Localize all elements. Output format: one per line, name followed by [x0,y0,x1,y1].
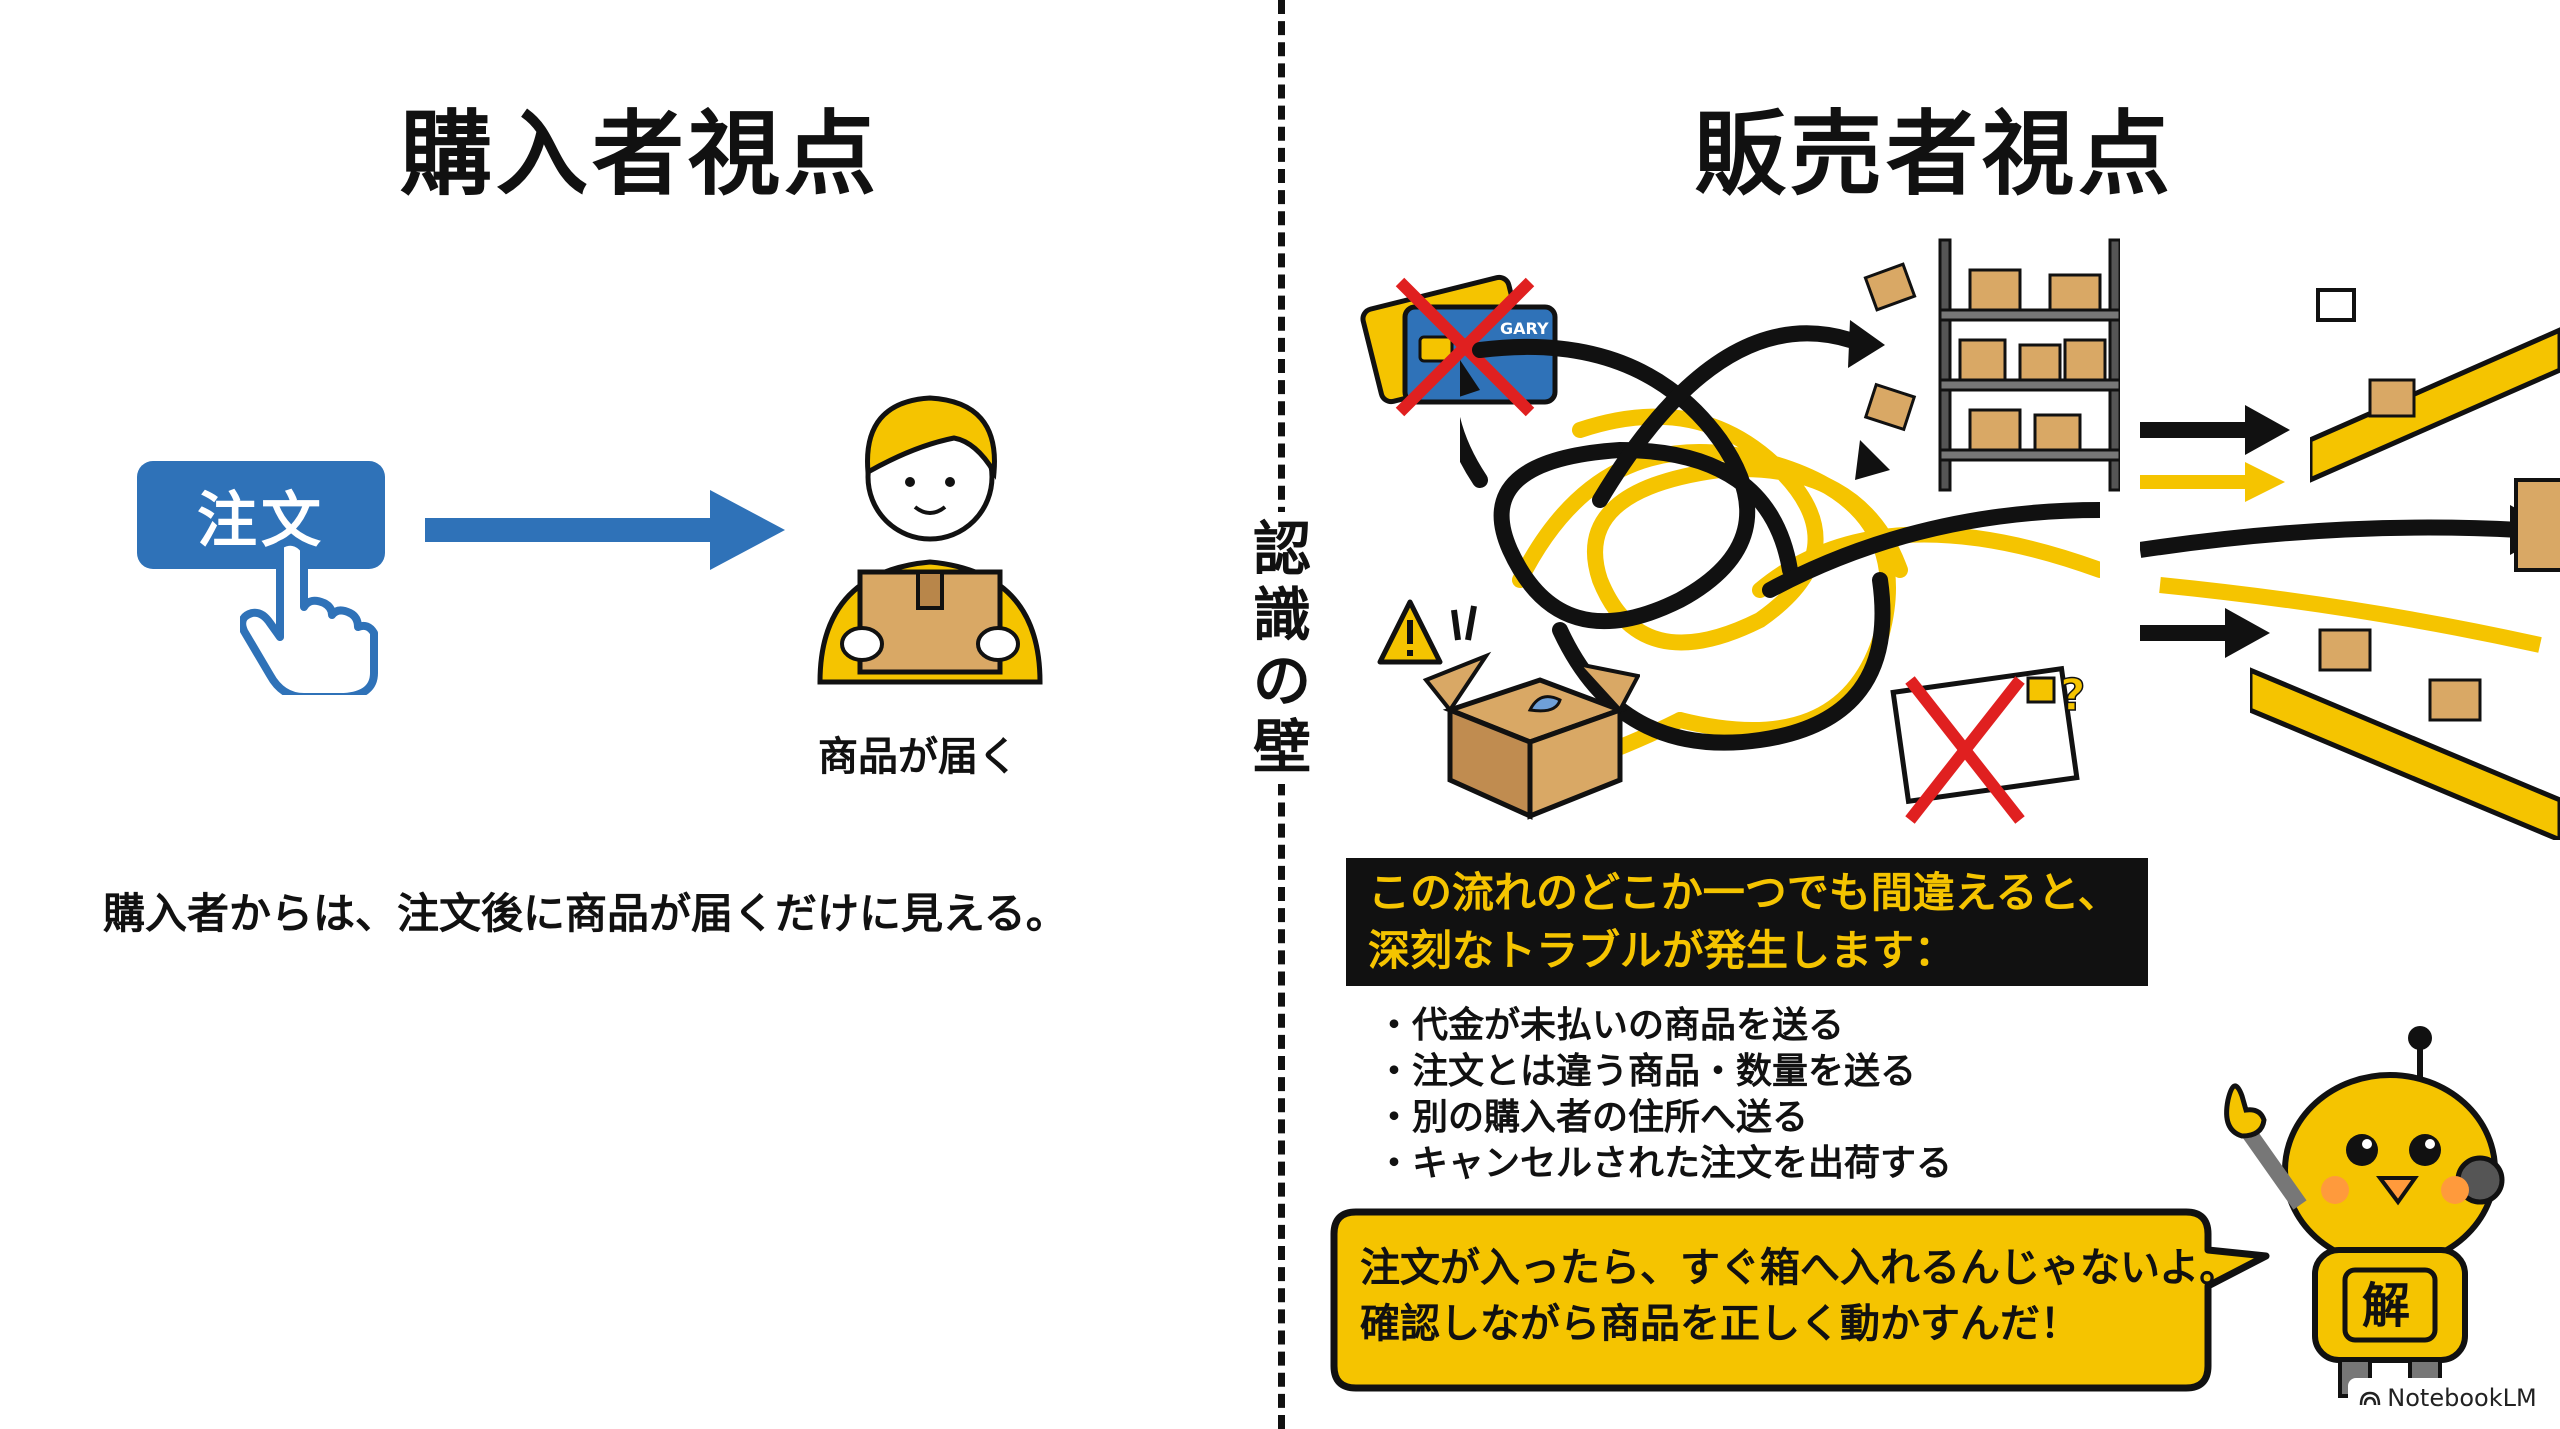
person-with-box-icon [817,395,1043,685]
list-item: キャンセルされた注文を出荷する [1376,1141,1952,1187]
letter-icon: ? [1890,665,2086,824]
notebooklm-logo-icon [2360,1391,2381,1406]
speech-line: 確認しながら商品を正しく動かすんだ！ [1360,1301,2080,1347]
damaged-box-icon [1422,651,1640,820]
warning-box: この流れのどこか一つでも間違えると、 深刻なトラブルが発生します： [1346,858,2148,986]
arrive-caption: 商品が届く [818,734,1018,780]
buyer-summary: 購入者からは、注文後に商品が届くだけに見える。 [103,889,1068,938]
package-icon [2514,478,2560,572]
mascot-robot-icon: 解 [2224,1026,2505,1398]
list-item: 別の購入者の住所へ送る [1376,1095,1952,1141]
wall-char: 認 [1252,515,1311,583]
flow-arrow-icon [425,490,785,570]
warning-line: この流れのどこか一つでも間違えると、 [1368,868,2120,917]
warning-line: 深刻なトラブルが発生します： [1368,926,1957,975]
order-button[interactable]: 注文 [137,461,385,569]
wall-char: の [1252,647,1311,715]
card-text: GARY [1500,319,1549,338]
wall-char: 識 [1252,581,1311,649]
warning-icon [1377,599,1477,665]
credit-card-icon: GARY [1360,274,1558,417]
wall-char: 壁 [1252,713,1311,781]
hand-pointer-icon [240,537,378,695]
wall-label: 認 識 の 壁 [1244,512,1320,784]
svg-text:?: ? [2060,670,2086,721]
conveyor-belt-icon [2250,628,2560,840]
seller-title: 販売者視点 [1694,101,2175,208]
output-arrows [2140,405,2555,658]
buyer-title: 購入者視点 [400,101,881,208]
risk-list: 代金が未払いの商品を送る 注文とは違う商品・数量を送る 別の購入者の住所へ送る … [1376,1003,1952,1187]
speech-bubble [1330,1208,2270,1392]
warehouse-shelf-icon [1863,238,2120,492]
speech-line: 注文が入ったら、すぐ箱へ入れるんじゃないよ。 [1360,1245,2240,1291]
list-item: 注文とは違う商品・数量を送る [1376,1049,1952,1095]
brand-name: NotebookLM [2387,1384,2537,1412]
conveyor-belt-icon [2310,288,2560,483]
brand-badge: NotebookLM [2348,1378,2548,1418]
list-item: 代金が未払いの商品を送る [1376,1003,1952,1049]
speech-text: 注文が入ったら、すぐ箱へ入れるんじゃないよ。 確認しながら商品を正しく動かすんだ… [1360,1240,2239,1352]
mascot-badge: 解 [2362,1278,2410,1334]
